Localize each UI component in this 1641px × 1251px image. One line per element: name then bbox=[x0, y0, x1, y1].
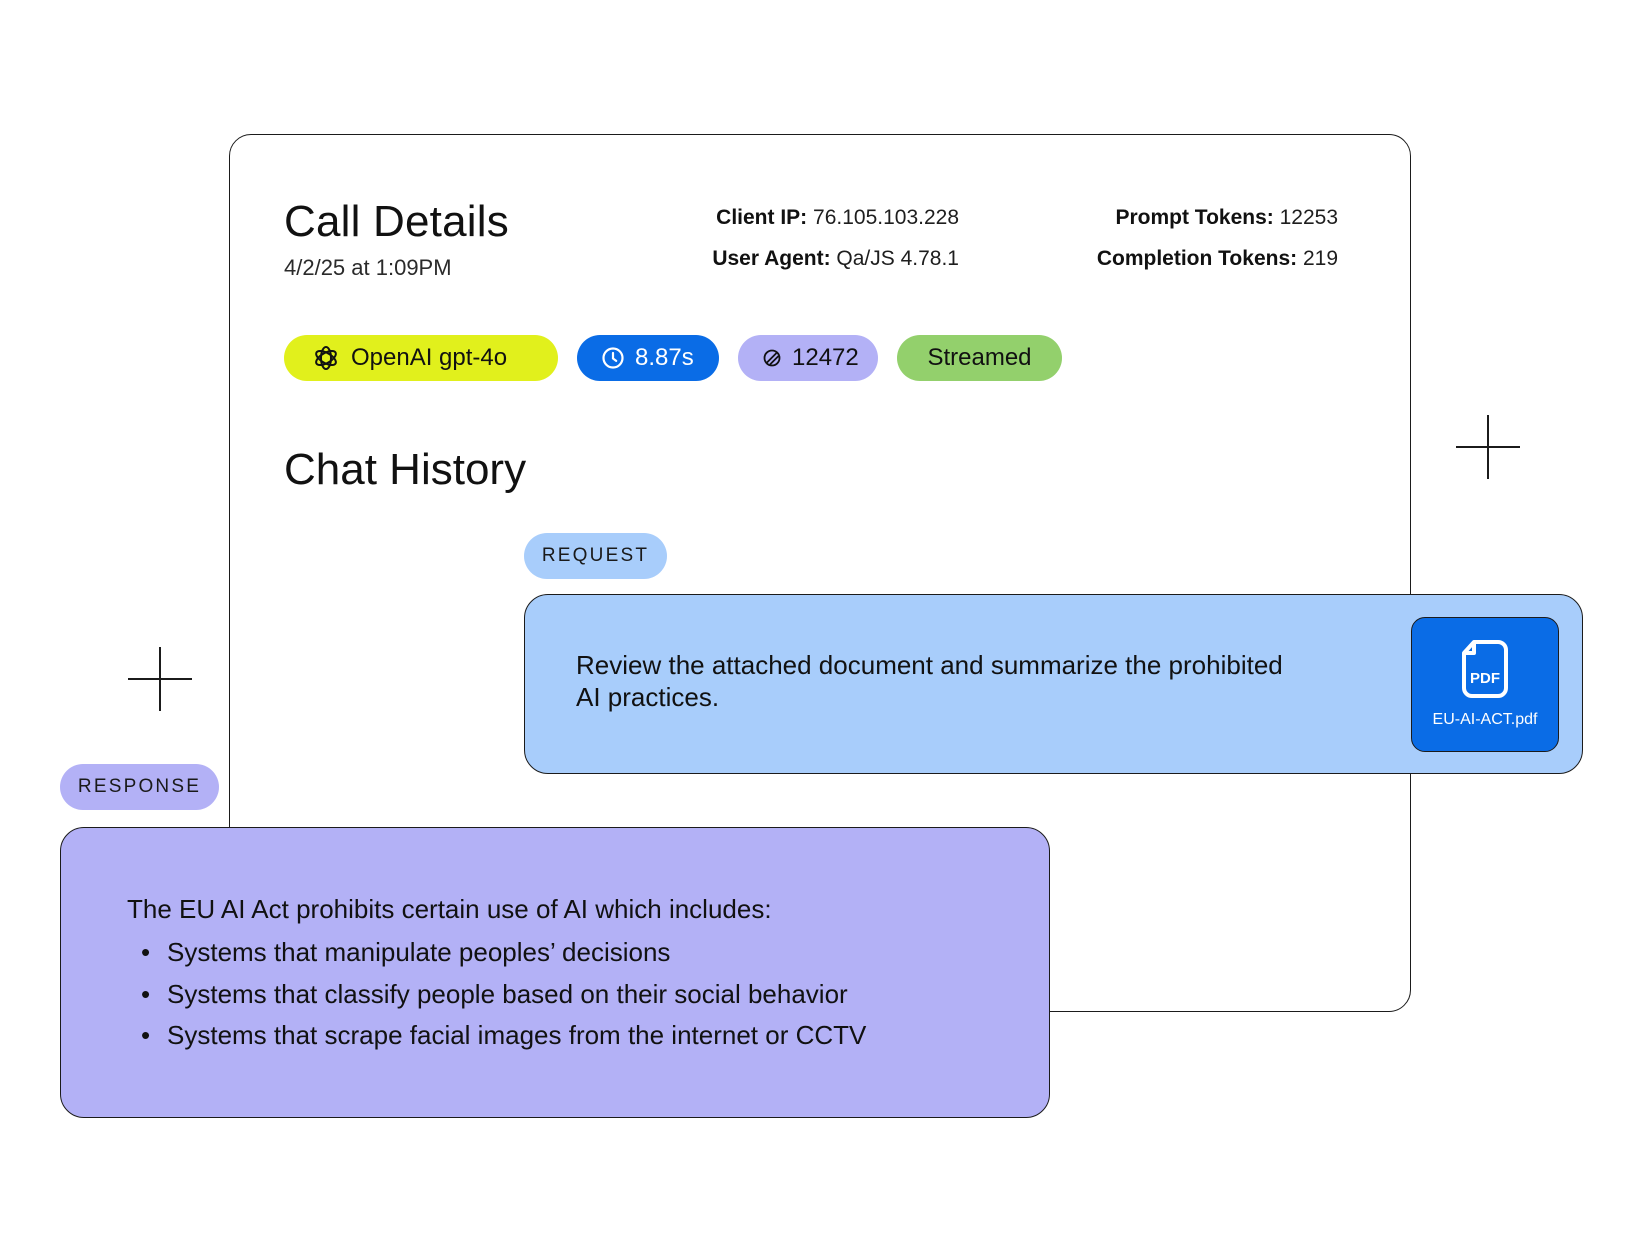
user-agent-value: Qa/JS 4.78.1 bbox=[830, 247, 959, 270]
list-item-text: Systems that manipulate peoples’ decisio… bbox=[167, 937, 671, 967]
list-item-text: Systems that scrape facial images from t… bbox=[167, 1020, 867, 1050]
streamed-badge: Streamed bbox=[897, 335, 1062, 381]
list-item: • Systems that manipulate peoples’ decisi… bbox=[141, 932, 866, 974]
bullet: • bbox=[141, 1020, 151, 1050]
token-meta: Prompt Tokens: 12253 Completion Tokens: … bbox=[1097, 197, 1338, 279]
completion-tokens-label: Completion Tokens: bbox=[1096, 247, 1298, 270]
total-tokens-badge: 12472 bbox=[738, 335, 878, 381]
completion-tokens-value: 219 bbox=[1297, 247, 1338, 270]
response-list: • Systems that manipulate peoples’ decisi… bbox=[141, 932, 866, 1057]
client-ip-row: Client IP: 76.105.103.228 bbox=[712, 197, 959, 238]
completion-tokens-row: Completion Tokens: 219 bbox=[1097, 238, 1338, 279]
latency-badge-label: 8.87s bbox=[635, 344, 694, 371]
pdf-icon-text: PDF bbox=[1470, 670, 1500, 687]
prompt-tokens-row: Prompt Tokens: 12253 bbox=[1097, 197, 1338, 238]
prompt-tokens-label: Prompt Tokens: bbox=[1115, 206, 1274, 229]
latency-badge: 8.87s bbox=[577, 335, 719, 381]
total-tokens-badge-label: 12472 bbox=[792, 344, 859, 371]
client-meta: Client IP: 76.105.103.228 User Agent: Qa… bbox=[712, 197, 959, 279]
call-badges: OpenAI gpt-4o 8.87s 12472 Streamed bbox=[284, 335, 1062, 381]
request-message: Review the attached document and summari… bbox=[524, 594, 1583, 774]
bullet: • bbox=[141, 978, 151, 1009]
response-message: The EU AI Act prohibits certain use of A… bbox=[60, 827, 1050, 1118]
request-label-pill: REQUEST bbox=[524, 533, 667, 579]
crosshair-decoration bbox=[1456, 415, 1520, 479]
crosshair-decoration bbox=[128, 647, 192, 711]
user-agent-label: User Agent: bbox=[712, 247, 831, 270]
clock-icon bbox=[602, 347, 624, 369]
request-text: Review the attached document and summari… bbox=[576, 650, 1283, 712]
response-label-pill: RESPONSE bbox=[60, 764, 219, 810]
pdf-file-icon: PDF bbox=[1462, 640, 1508, 698]
model-badge-label: OpenAI gpt-4o bbox=[351, 344, 508, 371]
list-item: • Systems that classify people based on t… bbox=[141, 974, 866, 1016]
chat-history-title: Chat History bbox=[284, 445, 527, 494]
user-agent-row: User Agent: Qa/JS 4.78.1 bbox=[712, 238, 959, 279]
model-badge: OpenAI gpt-4o bbox=[284, 335, 558, 381]
call-timestamp: 4/2/25 at 1:09PM bbox=[284, 255, 452, 280]
tokens-icon bbox=[763, 349, 781, 367]
streamed-badge-label: Streamed bbox=[927, 344, 1032, 371]
client-ip-value: 76.105.103.228 bbox=[807, 206, 959, 229]
list-item-text: Systems that classify people based on th… bbox=[167, 978, 848, 1009]
client-ip-label: Client IP: bbox=[716, 206, 808, 229]
list-item: • Systems that scrape facial images from … bbox=[141, 1015, 866, 1057]
attachment-file[interactable]: PDF EU-AI-ACT.pdf bbox=[1411, 617, 1559, 752]
openai-logo-icon bbox=[315, 346, 337, 370]
page-title: Call Details bbox=[284, 197, 509, 246]
prompt-tokens-value: 12253 bbox=[1273, 206, 1338, 229]
response-intro: The EU AI Act prohibits certain use of A… bbox=[127, 894, 772, 924]
bullet: • bbox=[141, 937, 151, 967]
attachment-file-name: EU-AI-ACT.pdf bbox=[1432, 711, 1538, 728]
